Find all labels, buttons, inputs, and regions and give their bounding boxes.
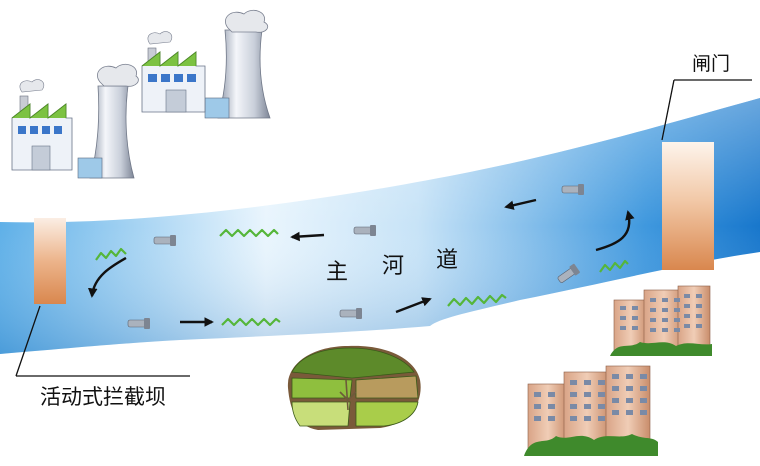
farmland-icon	[287, 345, 421, 430]
flow-arrow	[290, 231, 325, 242]
flow-arrow	[504, 198, 537, 210]
flow-arrows	[87, 198, 635, 327]
factory-icon	[141, 31, 206, 113]
drain-pipes	[127, 184, 584, 329]
main-channel-char-2: 河	[382, 254, 404, 279]
drain-pipe-icon	[561, 184, 584, 195]
pollutant-zigzag	[599, 259, 629, 273]
factory-group	[11, 9, 271, 179]
pollutant-zigzag	[447, 293, 507, 307]
drain-pipe-icon	[353, 225, 376, 236]
apartment-building-icon	[610, 285, 712, 356]
pollutant-zigzag	[95, 247, 127, 261]
main-channel-char-1: 主	[326, 260, 348, 285]
main-channel-label: 主 河 道	[326, 248, 458, 285]
pollutant-flows	[95, 228, 629, 327]
movable-dam-label: 活动式拦截坝	[40, 385, 166, 409]
gate-label: 闸门	[692, 53, 730, 75]
drain-pipe-icon	[153, 235, 176, 246]
movable-dam	[15, 218, 190, 377]
flow-arrow	[595, 210, 635, 252]
cooling-tower-icon	[204, 9, 271, 119]
flow-arrow	[87, 256, 127, 298]
main-channel-char-3: 道	[436, 248, 458, 273]
cooling-tower-icon	[77, 63, 139, 179]
flow-arrow	[395, 297, 432, 314]
pollutant-zigzag	[221, 317, 281, 327]
drain-pipe-icon	[339, 308, 362, 319]
gate	[661, 79, 752, 270]
drain-pipe-icon	[557, 263, 580, 283]
pollutant-zigzag	[219, 228, 279, 238]
main-river	[0, 98, 760, 354]
apartment-building-icon	[524, 365, 658, 456]
factory-icon	[11, 79, 73, 171]
drain-pipe-icon	[127, 318, 150, 329]
